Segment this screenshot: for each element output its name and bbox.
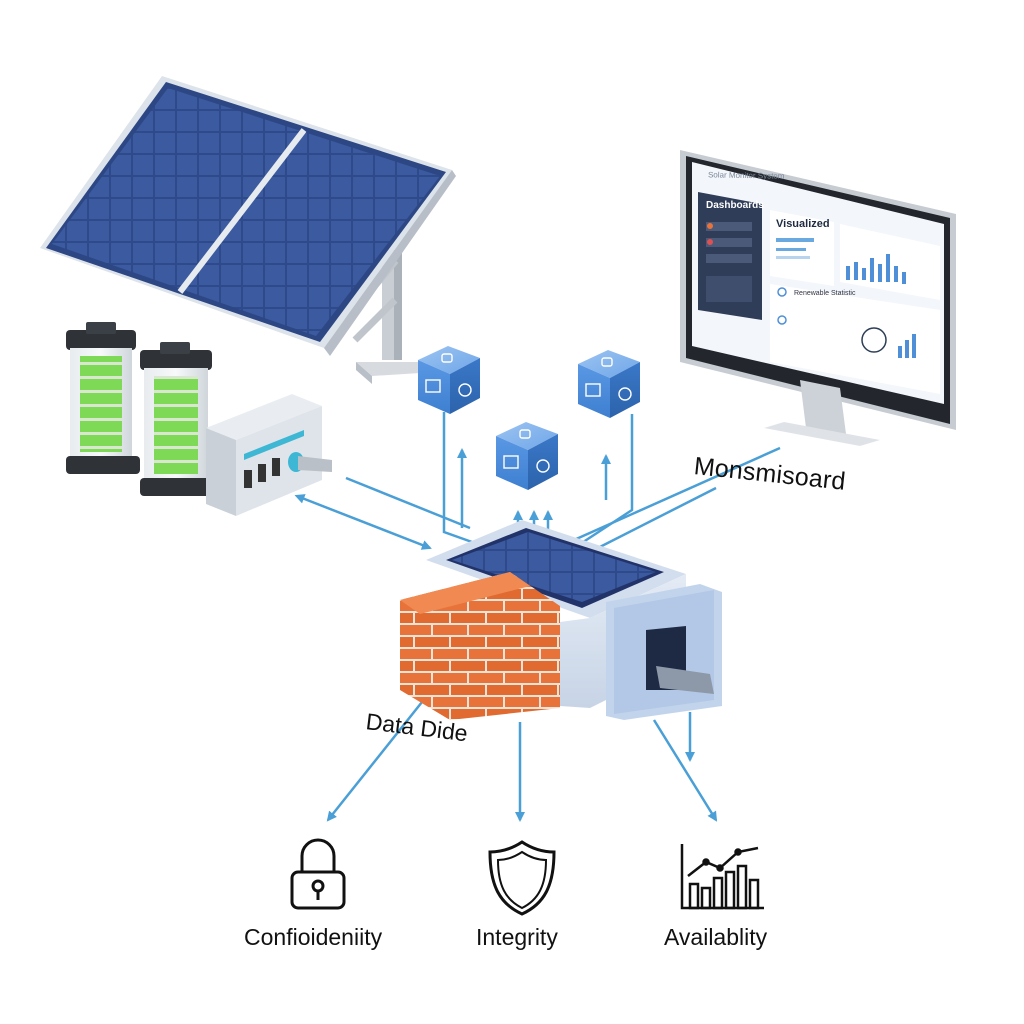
shield-icon [488,840,556,916]
battery-left [66,322,140,474]
arrow-inverter-to-diode [294,494,432,550]
inverter-box [206,394,332,516]
data-diode-device [400,520,722,720]
battery-right [140,342,216,496]
arrow-cube-left [442,412,501,554]
security-cube-right [578,350,640,418]
solar-panel [40,76,456,384]
arrow-to-availability [652,719,718,822]
availability-label: Availablity [664,924,768,950]
integrity-label: Integrity [476,924,558,950]
arrow-to-confidentiality [326,701,423,822]
padlock-icon [290,838,346,910]
security-cube-left [418,346,480,414]
arrow-diode-to-dashboard [589,486,717,554]
monitor-header-text: Solar Monitor System [707,170,785,181]
arrow-cube-right [567,414,634,554]
monitor-panel-subtitle: Renewable Statistic [794,290,856,297]
monitor-panel-title: Visualized [776,218,830,230]
arrow-from-inverter-right [345,476,471,530]
bar-chart-icon [680,844,764,910]
monitor [680,150,956,446]
monitor-sidebar-title: Dashboards [706,200,764,211]
security-cube-center [496,422,558,490]
confidentiality-label: Confioideniity [244,924,383,950]
